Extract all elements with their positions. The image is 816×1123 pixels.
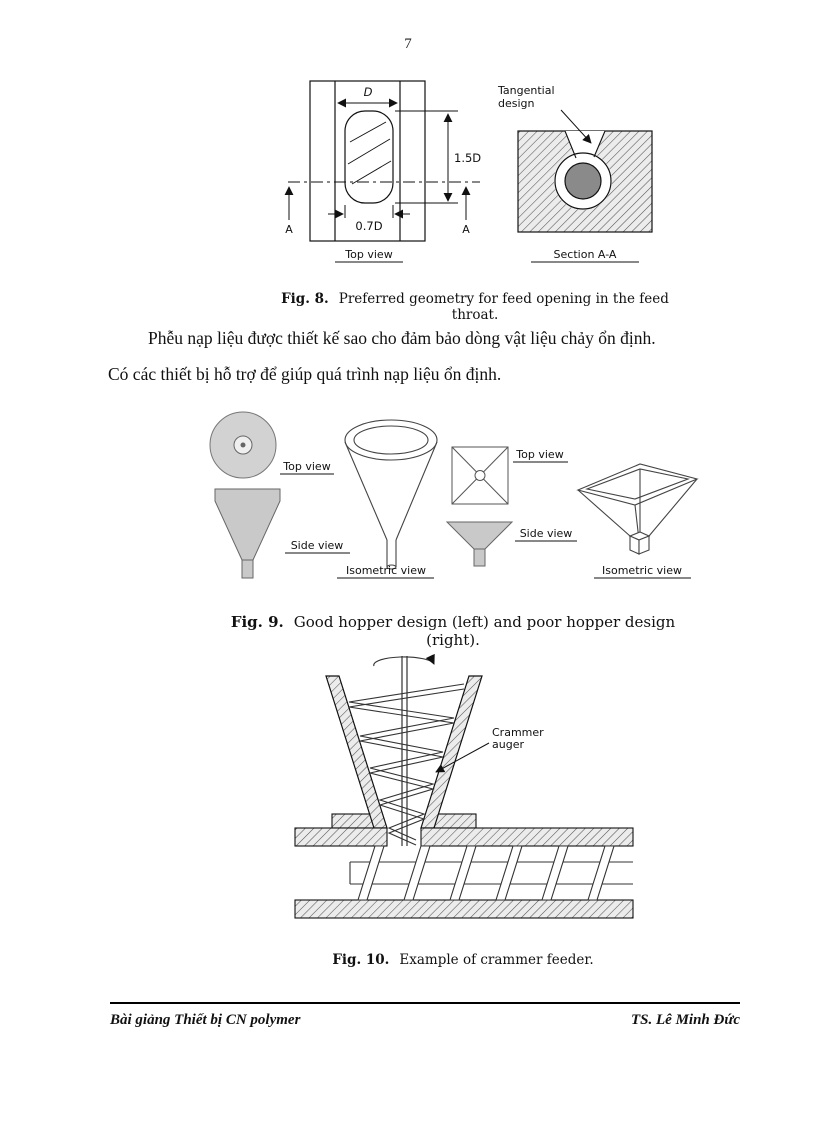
fig9-label-left-top-view: Top view	[282, 460, 330, 473]
fig8-label-dim-07d: 0.7D	[355, 219, 382, 233]
fig9-label-right-side-view: Side view	[520, 527, 573, 540]
fig8-section-view	[517, 109, 653, 263]
footer-course-title: Bài giảng Thiết bị CN polymer	[110, 1012, 301, 1028]
fig9-label-left-side-view: Side view	[291, 539, 344, 552]
fig8-top-view	[309, 80, 426, 242]
fig8-dimensions	[284, 98, 480, 263]
fig9-label-left-isometric-view: Isometric view	[346, 564, 426, 577]
fig8-label-top-view: Top view	[344, 248, 392, 261]
fig10-label-crammer-line1: Crammer	[492, 726, 544, 739]
fig8-label-tangential-line2: design	[498, 97, 535, 110]
fig8-caption-label: Fig. 8.	[281, 291, 329, 307]
fig10-drawing: Crammer auger	[294, 653, 634, 919]
fig10-crammer-auger	[348, 683, 465, 846]
fig9-good-side-view	[214, 488, 350, 579]
fig9-caption-text: Good hopper design (left) and poor hoppe…	[293, 613, 676, 649]
fig8-caption-text: Preferred geometry for feed opening in t…	[338, 291, 669, 323]
fig9-poor-isometric-view	[576, 463, 699, 579]
fig8-label-a-left: A	[285, 223, 293, 236]
fig10-caption-label: Fig. 10.	[332, 952, 390, 968]
fig10-extruder-screw	[349, 845, 633, 901]
figure-9: Top view Side view Isometric view	[203, 402, 703, 649]
fig8-label-dim-d: D	[364, 85, 373, 99]
fig10-caption: Fig. 10. Example of crammer feeder.	[288, 952, 638, 968]
fig10-feed-throat-flanges	[331, 813, 477, 829]
body-line-1: Phễu nạp liệu được thiết kế sao cho đảm …	[148, 328, 656, 348]
fig8-label-tangential-line1: Tangential	[497, 84, 555, 97]
fig10-label-arrow	[435, 742, 490, 773]
fig8-label-dim-15d: 1.5D	[454, 151, 481, 165]
page-number: 7	[404, 36, 412, 52]
fig9-poor-top-view	[451, 446, 568, 505]
fig9-poor-side-view	[445, 521, 577, 567]
figure-8: D 1.5D 0.7D A A Top view Tangential desi…	[280, 74, 670, 323]
fig10-auger-shaft	[401, 656, 408, 846]
fig10-rotation-arrow-icon	[373, 653, 435, 667]
fig10-barrel-walls	[294, 827, 634, 919]
fig10-caption-text: Example of crammer feeder.	[399, 952, 594, 968]
footer-author: TS. Lê Minh Đức	[631, 1012, 740, 1028]
figure-10: Crammer auger Fig. 10. Example of crammer…	[288, 650, 638, 968]
fig9-caption-label: Fig. 9.	[230, 613, 284, 631]
fig8-label-section: Section A-A	[554, 248, 617, 261]
fig9-label-right-top-view: Top view	[515, 448, 563, 461]
fig9-good-top-view	[209, 411, 334, 479]
fig8-label-a-right: A	[462, 223, 470, 236]
fig9-caption: Fig. 9. Good hopper design (left) and poo…	[203, 613, 703, 649]
fig8-drawing: D 1.5D 0.7D A A Top view Tangential desi…	[284, 80, 653, 263]
body-line-2: Có các thiết bị hỗ trợ để giúp quá trình…	[108, 364, 502, 384]
footer: Bài giảng Thiết bị CN polymer TS. Lê Min…	[110, 1012, 740, 1029]
fig9-drawing: Top view Side view Isometric view	[209, 411, 699, 579]
fig8-caption: Fig. 8. Preferred geometry for feed openi…	[280, 291, 670, 323]
fig9-label-right-isometric-view: Isometric view	[602, 564, 682, 577]
footer-rule	[110, 1002, 740, 1004]
fig10-label-crammer-line2: auger	[492, 738, 524, 751]
body-paragraph: Phễu nạp liệu được thiết kế sao cho đảm …	[108, 320, 748, 392]
fig9-good-isometric-view	[337, 419, 438, 579]
